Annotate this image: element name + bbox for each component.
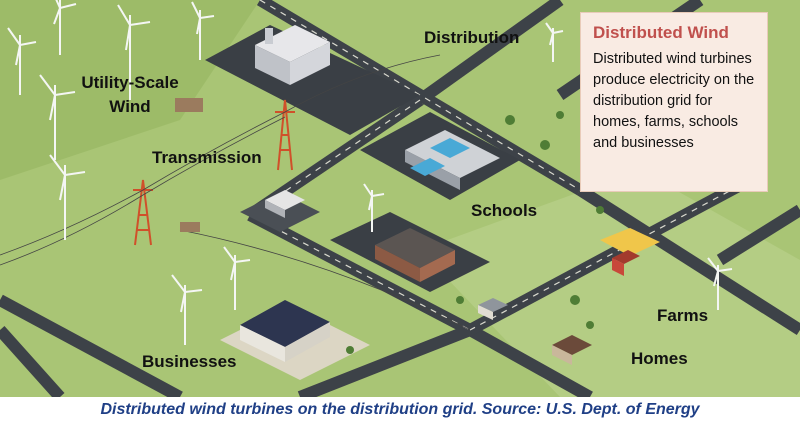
- label-businesses: Businesses: [142, 352, 237, 371]
- label-homes: Homes: [631, 349, 688, 368]
- farm-field: [420, 170, 800, 397]
- farm-building: [600, 228, 660, 276]
- label-distribution: Distribution: [424, 28, 520, 47]
- substation: [175, 98, 203, 232]
- label-utility-scale-wind: Utility-Scale Wind: [74, 71, 186, 119]
- infobox-title: Distributed Wind: [593, 23, 729, 42]
- business-building: [240, 300, 330, 362]
- infobox-body: Distributed wind turbines produce electr…: [593, 51, 755, 151]
- figure-caption: Distributed wind turbines on the distrib…: [100, 401, 700, 418]
- school-building-2: [375, 228, 455, 282]
- distributed-wind-infobox: Distributed Wind Distributed wind turbin…: [580, 12, 768, 192]
- wind-turbines: [7, 0, 733, 345]
- house-building: [478, 298, 592, 365]
- label-utility-scale-wind-line1: Utility-Scale: [81, 73, 179, 92]
- label-farms: Farms: [657, 306, 709, 325]
- label-transmission: Transmission: [152, 148, 262, 167]
- transmission-towers: [133, 99, 295, 246]
- label-schools: Schools: [471, 201, 538, 220]
- industrial-building: [255, 25, 330, 85]
- gas-station: [265, 190, 305, 218]
- school-building: [405, 130, 500, 190]
- label-utility-scale-wind-line2: Wind: [109, 97, 151, 116]
- energy-grid-illustration: Utility-Scale Wind Transmission Distribu…: [0, 0, 800, 397]
- power-lines: [0, 54, 471, 331]
